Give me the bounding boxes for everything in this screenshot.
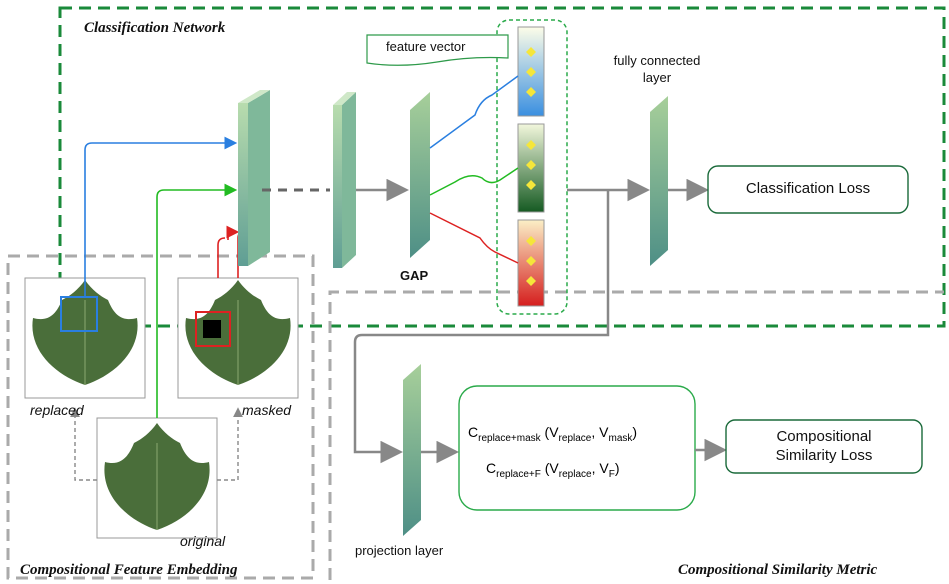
arrow-green-input — [156, 183, 238, 418]
similarity-metric-border — [328, 290, 944, 580]
leaf-image-masked — [177, 277, 299, 399]
feature-embedding-border — [6, 254, 315, 580]
gap-label: GAP — [400, 268, 429, 283]
replaced-label: replaced — [30, 402, 84, 418]
formula-replace-mask: Creplace+mask (Vreplace, Vmask) — [468, 424, 638, 444]
gap-layer — [410, 92, 430, 258]
leaf-image-original — [96, 417, 218, 539]
arrow-original-to-masked — [217, 407, 243, 481]
feature-vector-green — [517, 123, 545, 213]
projection-layer — [403, 364, 421, 536]
conv-layer-2 — [333, 92, 356, 268]
projection-layer-label: projection layer — [355, 543, 444, 558]
fc-layer-label: fully connected layer — [613, 53, 701, 85]
section-title-classification: Classification Network — [84, 20, 226, 36]
feature-vector-red — [517, 219, 545, 307]
compositional-loss-text: Compositional Similarity Loss — [775, 428, 873, 464]
classification-loss-box — [707, 165, 909, 214]
classification-loss-text: Classification Loss — [745, 180, 871, 197]
arrow-blue-input — [84, 136, 238, 297]
conv-layer-1 — [238, 90, 270, 266]
feature-vector-label: feature vector — [386, 39, 466, 54]
feature-vector-note — [366, 34, 509, 66]
line-gap-to-blue — [429, 75, 519, 149]
original-label: original — [180, 533, 226, 549]
classification-network-border — [58, 6, 946, 328]
arrow-to-projection — [353, 190, 610, 464]
fc-layer — [650, 96, 668, 266]
masked-label: masked — [242, 402, 292, 418]
feature-vector-group — [496, 19, 568, 315]
section-title-similarity: Compositional Similarity Metric — [678, 562, 878, 578]
formula-replace-f: Creplace+F (Vreplace, VF) — [486, 460, 620, 480]
section-title-embedding: Compositional Feature Embedding — [20, 562, 238, 578]
leaf-image-replaced — [24, 277, 146, 399]
feature-vector-blue — [517, 26, 545, 117]
line-gap-to-red — [429, 212, 519, 264]
arrow-original-to-replaced — [70, 407, 97, 481]
line-gap-to-green — [429, 167, 519, 196]
similarity-formula-box — [458, 385, 696, 511]
compositional-loss-box — [725, 419, 923, 474]
